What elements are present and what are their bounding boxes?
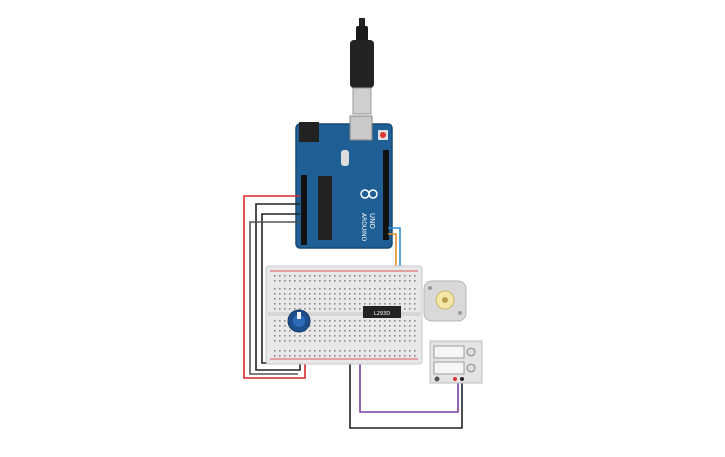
dc-motor[interactable] xyxy=(423,280,467,322)
l293d-chip[interactable]: L293D xyxy=(363,306,401,318)
arduino-uno[interactable]: ARDUINO UNO xyxy=(295,115,393,249)
wire-gray-signal[interactable] xyxy=(249,221,300,375)
chip-label: L293D xyxy=(374,311,390,317)
potentiometer[interactable] xyxy=(287,309,311,333)
power-supply[interactable] xyxy=(429,340,483,384)
usb-cable[interactable] xyxy=(350,18,374,115)
arduino-brand-label: ARDUINO xyxy=(360,213,367,242)
breadboard[interactable] xyxy=(265,265,423,365)
arduino-model-label: UNO xyxy=(368,213,376,229)
